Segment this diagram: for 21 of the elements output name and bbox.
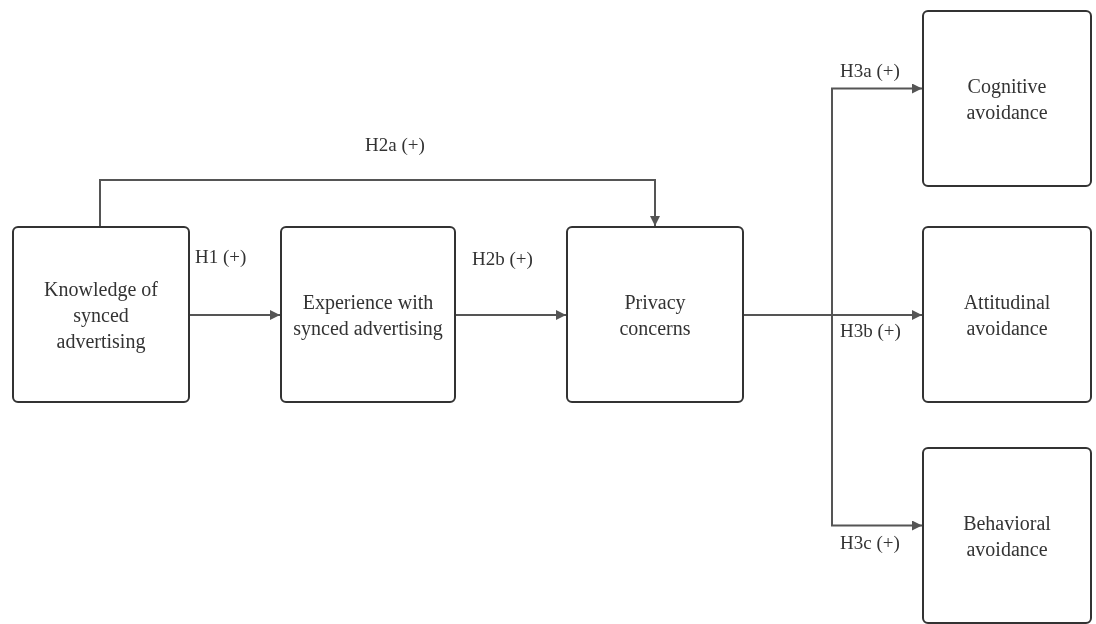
arrow xyxy=(99,179,660,227)
node-label: Knowledge of synced advertising xyxy=(43,276,159,354)
process-box xyxy=(922,10,1092,187)
node-label: Behavioral avoidance xyxy=(962,510,1052,562)
node-label: Experience with synced advertising xyxy=(293,289,443,341)
edge-label: H2b (+) xyxy=(470,248,535,270)
arrow xyxy=(455,310,567,320)
edge-label: H3b (+) xyxy=(838,320,903,342)
process-box xyxy=(922,226,1092,403)
process-box xyxy=(280,226,456,403)
edge-label: H2a (+) xyxy=(363,134,427,156)
node-label: Cognitive avoidance xyxy=(965,73,1049,125)
node-label: Attitudinal avoidance xyxy=(962,289,1052,341)
edge-label: H1 (+) xyxy=(193,246,249,268)
arrow xyxy=(189,310,281,320)
process-box xyxy=(12,226,190,403)
process-box xyxy=(922,447,1092,624)
edge-label: H3a (+) xyxy=(838,60,902,82)
node-label: Privacy concerns xyxy=(618,289,692,341)
process-box xyxy=(566,226,744,403)
edge-label: H3c (+) xyxy=(838,532,902,554)
